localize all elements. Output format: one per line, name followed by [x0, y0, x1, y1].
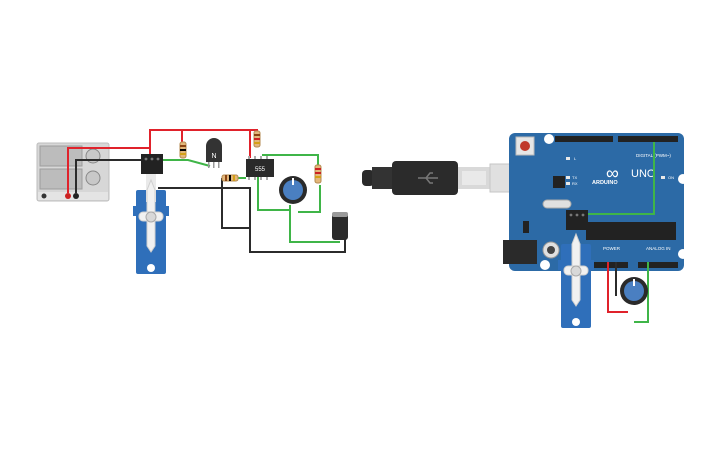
tx-label: TX [572, 175, 577, 180]
resistor-3[interactable] [221, 174, 239, 182]
arduino-uno-board[interactable]: DIGITAL (PWM~) ∞ ARDUINO UNO L TX RX ON … [503, 133, 688, 271]
arduino-model: UNO [631, 168, 656, 180]
transistor[interactable]: N [206, 138, 222, 168]
usb-cable[interactable] [362, 161, 535, 195]
battery-pack[interactable] [36, 142, 110, 202]
resistor-2[interactable] [253, 130, 261, 148]
arduino-logo-icon: ∞ [606, 163, 619, 183]
analog-header[interactable] [638, 262, 678, 268]
rx-label: RX [572, 181, 578, 186]
servo-motor-left[interactable] [133, 172, 169, 274]
resistor-1[interactable] [179, 141, 187, 159]
wires-left [67, 129, 346, 253]
ic-label: 555 [255, 167, 266, 173]
digital-header[interactable] [555, 136, 678, 142]
wires-right [588, 142, 655, 323]
on-label: ON [668, 175, 674, 180]
capacitor[interactable] [332, 212, 348, 240]
potentiometer-left[interactable] [279, 176, 307, 204]
transistor-label: N [211, 153, 216, 160]
timer-ic-555[interactable]: 555 [246, 156, 274, 180]
atmega-chip [586, 222, 676, 240]
servo-motor-right[interactable] [558, 232, 594, 328]
analog-label: ANALOG IN [646, 246, 671, 251]
resistor-4[interactable] [314, 164, 322, 184]
header-connector-left[interactable] [141, 154, 163, 174]
usb-icon [418, 172, 438, 184]
power-label: POWER [603, 246, 621, 251]
crystal [542, 199, 572, 209]
power-jack[interactable] [503, 240, 537, 264]
header-connector-right[interactable] [566, 210, 588, 230]
usb-chip [553, 176, 565, 188]
potentiometer-right[interactable] [620, 277, 648, 305]
l-label: L [574, 156, 577, 161]
reset-button[interactable] [515, 136, 535, 156]
arduino-brand: ARDUINO [592, 180, 618, 186]
